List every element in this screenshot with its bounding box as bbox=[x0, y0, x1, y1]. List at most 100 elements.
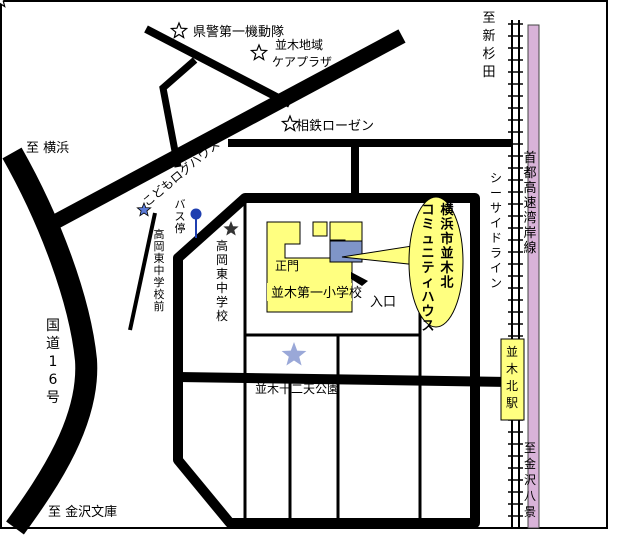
svg-text:シ: シ bbox=[490, 171, 502, 185]
svg-text:高: 高 bbox=[523, 180, 536, 196]
svg-text:6: 6 bbox=[49, 372, 58, 388]
label-to-kanazawa-bunko: 至 金沢文庫 bbox=[48, 504, 117, 520]
svg-text:木: 木 bbox=[439, 260, 454, 276]
svg-text:並: 並 bbox=[440, 246, 453, 262]
svg-text:沢: 沢 bbox=[524, 473, 536, 487]
svg-text:イ: イ bbox=[490, 261, 502, 275]
label-to-yokohama: 至 横浜 bbox=[26, 141, 69, 156]
svg-text:校: 校 bbox=[154, 287, 165, 301]
svg-text:ー: ー bbox=[490, 186, 502, 200]
bus-stop-pin-icon bbox=[190, 208, 202, 238]
road-left-thin bbox=[128, 212, 157, 331]
label-sotetsu-rosen: 相鉄ローゼン bbox=[296, 119, 374, 134]
route-16-road bbox=[2, 147, 98, 535]
label-bus-stop: バス停 bbox=[175, 198, 186, 235]
svg-text:金: 金 bbox=[524, 456, 536, 471]
svg-text:浜: 浜 bbox=[440, 217, 453, 233]
label-prefectural-police: 県警第一機動隊 bbox=[193, 24, 284, 40]
svg-text:バ: バ bbox=[175, 198, 186, 211]
svg-text:東: 東 bbox=[216, 267, 228, 281]
expressway-wangan bbox=[527, 24, 540, 529]
svg-text:中: 中 bbox=[154, 264, 165, 277]
svg-text:ス: ス bbox=[175, 210, 186, 223]
kodomo-log-house-star-icon bbox=[136, 201, 152, 217]
svg-text:景: 景 bbox=[524, 505, 536, 519]
svg-text:新: 新 bbox=[482, 28, 495, 44]
svg-text:岡: 岡 bbox=[216, 253, 228, 267]
svg-text:市: 市 bbox=[440, 231, 453, 247]
svg-text:岡: 岡 bbox=[154, 240, 165, 253]
label-kokudo16: 国道 1 6 号 bbox=[46, 318, 60, 406]
svg-text:駅: 駅 bbox=[506, 396, 518, 410]
svg-text:サ: サ bbox=[490, 201, 502, 215]
school-name-plate bbox=[267, 283, 352, 301]
svg-text:木: 木 bbox=[506, 362, 518, 376]
svg-text:湾: 湾 bbox=[523, 210, 536, 226]
svg-text:ュ: ュ bbox=[421, 232, 434, 247]
svg-text:至: 至 bbox=[524, 441, 536, 455]
label-seimon: 正門 bbox=[275, 259, 299, 273]
vertical-labels: 至新杉田至金沢八景首都高速湾岸線シーサイドライン並木北駅国道16号高岡東中学校高… bbox=[46, 11, 537, 519]
svg-text:号: 号 bbox=[46, 390, 60, 406]
label-park: 並木十二天公園 bbox=[255, 382, 339, 396]
star-outline-icon bbox=[0, 0, 6, 8]
school-block-road bbox=[173, 193, 480, 528]
svg-text:北: 北 bbox=[440, 276, 453, 291]
community-house-callout bbox=[408, 196, 464, 328]
label-care-plaza-1: 並木地域 bbox=[275, 38, 323, 52]
svg-text:学: 学 bbox=[216, 294, 228, 309]
label-namiki-daiichi-es: 並木第一小学校 bbox=[271, 285, 362, 301]
svg-text:道: 道 bbox=[46, 336, 60, 352]
svg-text:岸: 岸 bbox=[523, 226, 536, 241]
svg-text:校: 校 bbox=[216, 308, 228, 323]
svg-text:ミ: ミ bbox=[421, 218, 434, 233]
svg-text:首: 首 bbox=[523, 151, 536, 166]
svg-text:ラ: ラ bbox=[490, 246, 502, 260]
svg-text:ハ: ハ bbox=[421, 290, 434, 305]
svg-text:ン: ン bbox=[490, 276, 502, 290]
svg-text:高: 高 bbox=[216, 238, 228, 253]
svg-text:田: 田 bbox=[482, 65, 495, 80]
label-care-plaza-2: ケアプラザ bbox=[272, 55, 332, 69]
svg-text:1: 1 bbox=[49, 354, 58, 370]
label-iriguchi: 入口 bbox=[370, 295, 396, 310]
svg-text:ウ: ウ bbox=[421, 305, 434, 320]
svg-text:前: 前 bbox=[154, 299, 165, 313]
svg-text:イ: イ bbox=[490, 216, 502, 230]
svg-text:中: 中 bbox=[216, 280, 228, 295]
svg-text:高: 高 bbox=[154, 227, 165, 241]
takaoka-jhs-star-icon bbox=[223, 221, 239, 236]
main-road-diagonal bbox=[36, 29, 406, 237]
svg-text:八: 八 bbox=[524, 489, 536, 503]
road-thin-loop bbox=[159, 57, 198, 168]
svg-text:学: 学 bbox=[154, 275, 165, 289]
svg-text:ス: ス bbox=[421, 319, 434, 334]
svg-text:コ: コ bbox=[421, 203, 434, 218]
namiki-kita-station-box bbox=[500, 338, 525, 421]
svg-text:テ: テ bbox=[421, 261, 434, 276]
road-thin-northwest bbox=[144, 25, 292, 108]
svg-text:都: 都 bbox=[523, 166, 536, 181]
svg-text:ィ: ィ bbox=[421, 276, 434, 291]
svg-text:速: 速 bbox=[523, 196, 536, 211]
road-park-horizontal bbox=[177, 372, 513, 387]
svg-text:ド: ド bbox=[490, 231, 502, 245]
svg-text:北: 北 bbox=[506, 379, 518, 393]
svg-text:並: 並 bbox=[506, 345, 518, 359]
svg-text:至: 至 bbox=[482, 11, 495, 26]
svg-text:国: 国 bbox=[46, 318, 60, 334]
svg-text:横: 横 bbox=[440, 202, 454, 218]
svg-text:ニ: ニ bbox=[421, 247, 434, 262]
entrance-marker bbox=[351, 272, 368, 286]
svg-text:東: 東 bbox=[154, 252, 165, 265]
svg-text:杉: 杉 bbox=[482, 47, 495, 62]
